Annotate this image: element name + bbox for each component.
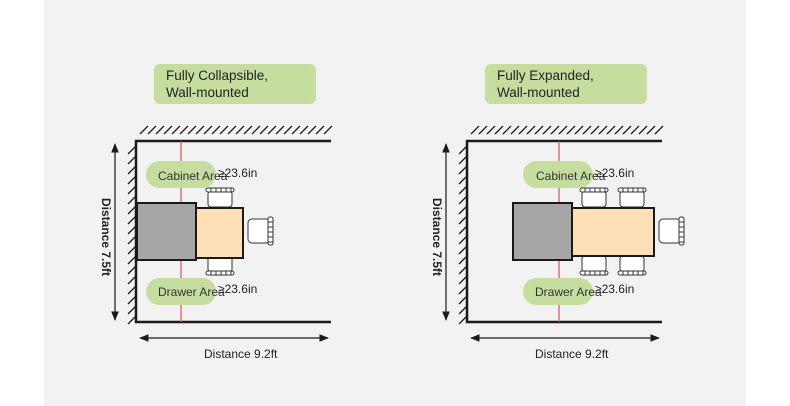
layout-title-badge: Fully Collapsible, Wall-mounted xyxy=(154,64,316,104)
layout-title-line1: Fully Expanded, xyxy=(497,68,594,83)
layout-title-line2: Wall-mounted xyxy=(497,85,580,100)
wall-hatching xyxy=(127,125,333,325)
diagram-panel: Fully Collapsible, Wall-mounted Cabinet … xyxy=(44,0,746,406)
table-top xyxy=(570,207,655,257)
wall-hatching xyxy=(458,125,664,325)
wall-cabinet xyxy=(136,202,197,261)
cabinet-area-dimension: ≥23.6in xyxy=(218,166,257,180)
cabinet-area-highlight xyxy=(523,161,593,188)
vertical-distance-label: Distance 7.5ft xyxy=(99,198,113,276)
cabinet-area-label: Cabinet Area xyxy=(536,169,606,183)
chair-icon xyxy=(617,255,647,276)
layout-expanded: Fully Expanded, Wall-mounted Cabinet Are… xyxy=(375,0,726,406)
chair-icon xyxy=(205,187,235,208)
table-top xyxy=(193,207,244,259)
cabinet-area-highlight xyxy=(146,161,216,188)
floor-plan: Cabinet Area ≥23.6in Drawer Area ≥23.6in xyxy=(430,125,685,361)
chair-icon xyxy=(658,216,685,246)
drawer-area-label: Drawer Area xyxy=(535,285,602,299)
layout-collapsible: Fully Collapsible, Wall-mounted Cabinet … xyxy=(44,0,395,406)
drawer-area-label: Drawer Area xyxy=(158,285,225,299)
floor-plan: Cabinet Area ≥23.6in Drawer Area ≥23.6in xyxy=(99,125,333,361)
chair-icon xyxy=(205,255,235,276)
drawer-area-dimension: ≥23.6in xyxy=(218,282,257,296)
horizontal-distance-label: Distance 9.2ft xyxy=(204,347,278,361)
wall-cabinet xyxy=(512,202,573,261)
drawer-area-dimension: ≥23.6in xyxy=(595,282,634,296)
layout-title-badge: Fully Expanded, Wall-mounted xyxy=(485,64,647,104)
chair-icon xyxy=(579,255,609,276)
cabinet-area-dimension: ≥23.6in xyxy=(595,166,634,180)
layout-title-line1: Fully Collapsible, xyxy=(166,68,269,83)
chair-icon xyxy=(579,187,609,208)
chair-icon xyxy=(617,187,647,208)
vertical-distance-label: Distance 7.5ft xyxy=(430,198,444,276)
chair-icon xyxy=(247,216,274,246)
layout-title-line2: Wall-mounted xyxy=(166,85,249,100)
drawer-area-highlight xyxy=(523,278,593,305)
cabinet-area-label: Cabinet Area xyxy=(158,169,228,183)
wall-outline xyxy=(465,139,662,324)
drawer-area-highlight xyxy=(146,278,216,305)
horizontal-distance-label: Distance 9.2ft xyxy=(535,347,609,361)
